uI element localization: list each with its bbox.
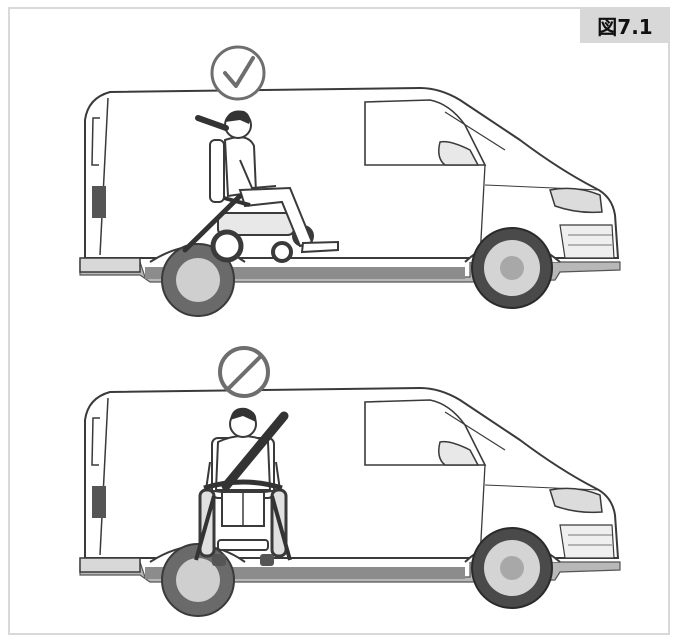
van-bottom	[80, 388, 620, 616]
checkmark-icon	[212, 47, 264, 99]
prohibited-icon	[220, 348, 268, 396]
van-top	[80, 88, 620, 316]
